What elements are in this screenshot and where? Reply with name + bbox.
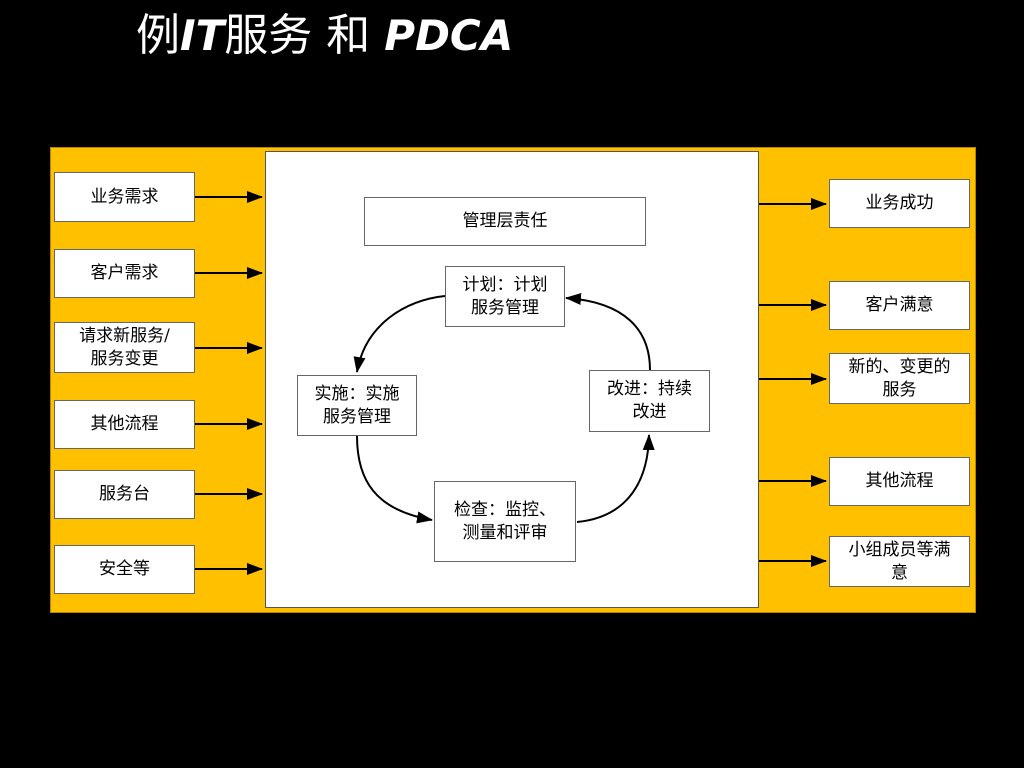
title-mid: 服务 bbox=[224, 10, 313, 61]
output-business-success: 业务成功 bbox=[829, 179, 970, 228]
output-team-satisfaction: 小组成员等满 意 bbox=[829, 536, 970, 587]
title-it: IT bbox=[180, 11, 225, 60]
do-box: 实施：实施 服务管理 bbox=[297, 375, 417, 436]
title-and: 和 bbox=[326, 10, 371, 61]
output-other-processes: 其他流程 bbox=[829, 457, 970, 506]
input-other-processes: 其他流程 bbox=[54, 400, 195, 449]
plan-box: 计划：计划 服务管理 bbox=[445, 266, 565, 327]
output-new-changed-service: 新的、变更的 服务 bbox=[829, 353, 970, 404]
input-business-requirements: 业务需求 bbox=[54, 172, 195, 222]
do-to-check-arrow bbox=[356, 435, 433, 524]
title-prefix: 例 bbox=[136, 10, 180, 61]
input-customer-requirements: 客户需求 bbox=[54, 249, 195, 298]
input-service-desk: 服务台 bbox=[54, 470, 195, 519]
input-new-service-request: 请求新服务/ 服务变更 bbox=[54, 322, 195, 373]
plan-to-do-arrow bbox=[353, 295, 446, 373]
check-to-act-arrow bbox=[576, 434, 655, 523]
act-to-plan-arrow bbox=[565, 293, 651, 371]
management-responsibility-box: 管理层责任 bbox=[364, 197, 646, 246]
output-customer-satisfaction: 客户满意 bbox=[829, 281, 970, 330]
slide-title: 例IT服务和 PDCA bbox=[136, 4, 513, 68]
check-box: 检查：监控、 测量和评审 bbox=[434, 481, 576, 562]
input-security: 安全等 bbox=[54, 545, 195, 594]
title-pdca: PDCA bbox=[384, 11, 514, 60]
act-box: 改进：持续 改进 bbox=[589, 370, 710, 432]
